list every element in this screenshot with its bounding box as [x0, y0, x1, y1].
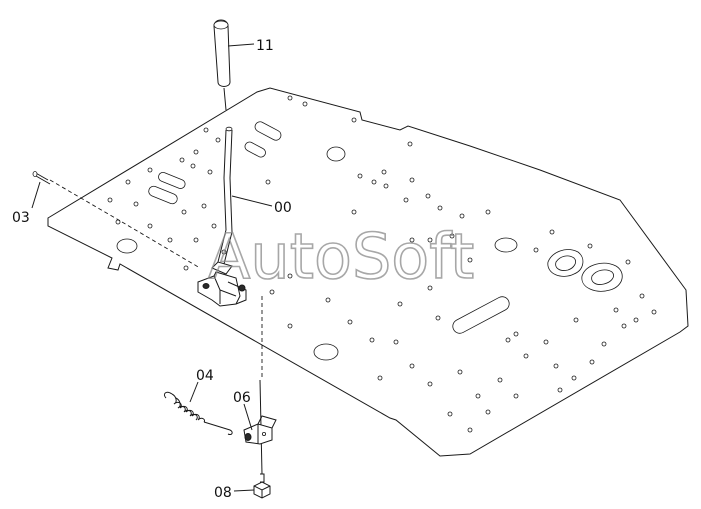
- lever-pivot-bracket: [197, 261, 247, 307]
- plate-hole: [494, 237, 518, 253]
- plate-slot: [254, 121, 282, 141]
- spring-part: [163, 391, 233, 435]
- lever-grip-part: [213, 19, 231, 111]
- callout-lever: 00: [274, 200, 292, 216]
- leader-line: [243, 403, 253, 431]
- floor-plate: [47, 87, 689, 457]
- leader-line: [231, 195, 273, 207]
- plate-hole: [116, 238, 138, 254]
- watermark-text: AutoSoft: [208, 220, 474, 293]
- pin-guide-line: [121, 221, 201, 269]
- plate-slot: [244, 141, 266, 158]
- bracket-part: [243, 415, 277, 445]
- callout-bracket: 06: [233, 390, 251, 406]
- rubber-mount-inner: [555, 255, 576, 271]
- pin-part: [32, 171, 51, 185]
- leader-line: [233, 489, 255, 492]
- plate-small-holes: [107, 95, 657, 433]
- rubber-mount-inner: [591, 269, 614, 285]
- plate-hole: [313, 343, 339, 361]
- leader-line: [227, 43, 255, 47]
- plate-slot: [148, 185, 178, 205]
- leader-line: [31, 181, 41, 209]
- callout-bolt: 08: [214, 485, 232, 501]
- plate-hole: [326, 146, 346, 162]
- callout-spring: 04: [196, 368, 214, 384]
- callout-pin: 03: [12, 210, 30, 226]
- bolt-part: [253, 473, 271, 499]
- callout-grip: 11: [256, 38, 274, 54]
- plate-slot: [158, 172, 186, 189]
- plate-slot: [452, 296, 510, 334]
- leader-line: [189, 381, 199, 403]
- lever-part: [217, 126, 233, 265]
